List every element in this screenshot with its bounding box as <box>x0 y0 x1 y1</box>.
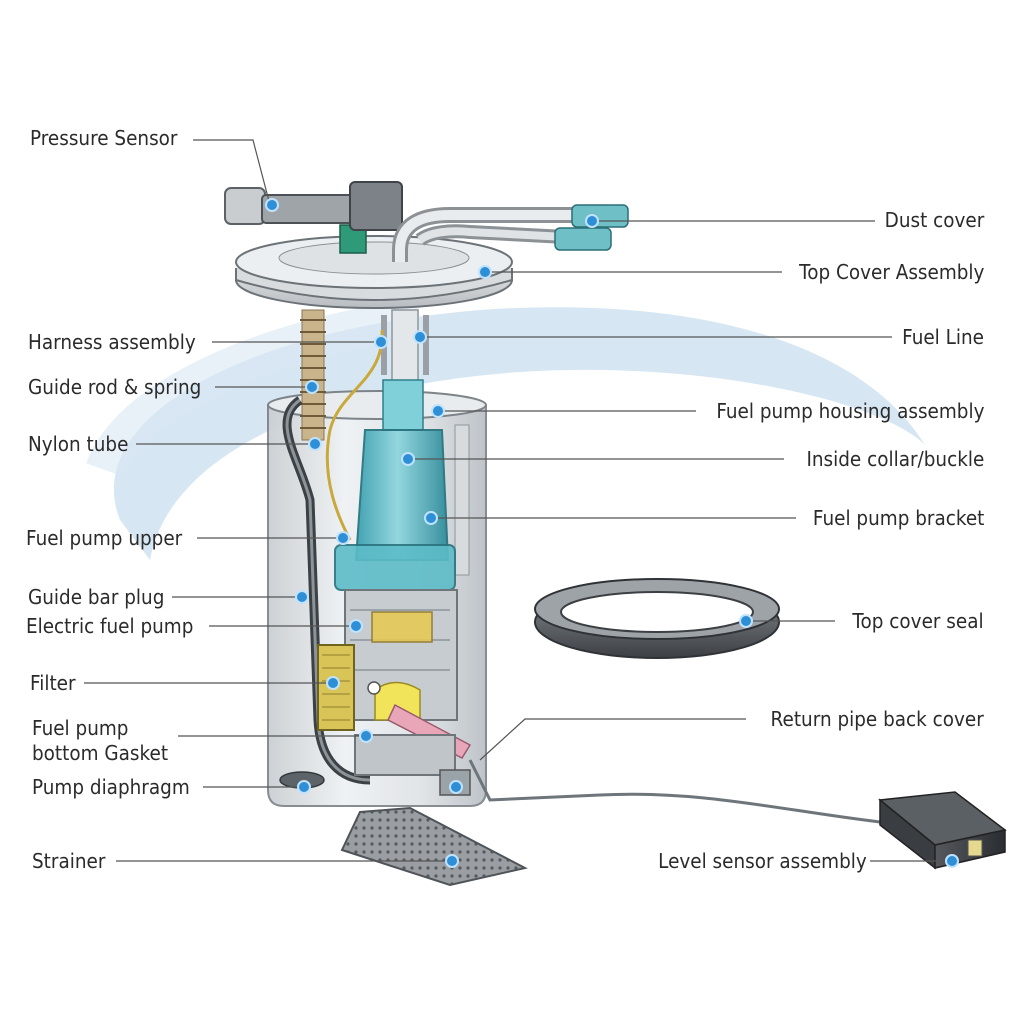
level-sensor-shape <box>878 791 1007 870</box>
fuel-line-shape <box>392 204 629 262</box>
label-pump-diaphragm: Pump diaphragm <box>32 775 190 799</box>
top-cover-shape <box>235 224 513 309</box>
strainer-shape <box>340 806 528 887</box>
label-fuel-pump-housing-assembly: Fuel pump housing assembly <box>715 399 984 423</box>
pressure-sensor-shape <box>224 181 403 231</box>
label-return-pipe-back-cover: Return pipe back cover <box>770 707 984 731</box>
return-pipe-shape <box>468 759 881 824</box>
label-guide-bar-plug: Guide bar plug <box>28 585 165 609</box>
label-pressure-sensor: Pressure Sensor <box>30 126 178 150</box>
label-fuel-pump-bottom-gasket-line1: Fuel pump <box>32 716 129 740</box>
label-fuel-pump-upper: Fuel pump upper <box>26 526 183 550</box>
fuel-pump-upper-shape <box>334 379 456 591</box>
label-harness-assembly: Harness assembly <box>28 330 196 354</box>
bottom-gasket-shape <box>354 734 456 776</box>
label-top-cover-assembly: Top Cover Assembly <box>798 260 984 284</box>
backdrop-swoosh <box>86 298 925 560</box>
harness-wire <box>325 329 384 541</box>
label-filter: Filter <box>30 671 76 695</box>
label-electric-fuel-pump: Electric fuel pump <box>26 614 194 638</box>
label-dust-cover: Dust cover <box>884 208 984 232</box>
label-strainer: Strainer <box>32 849 106 873</box>
top-cover-seal-shape <box>534 578 780 659</box>
leader-lines <box>84 139 952 862</box>
label-fuel-pump-bottom-gasket-line2: bottom Gasket <box>32 741 169 765</box>
label-nylon-tube: Nylon tube <box>28 432 129 456</box>
label-level-sensor-assembly: Level sensor assembly <box>658 849 867 873</box>
label-top-cover-seal: Top cover seal <box>852 609 984 633</box>
callout-dots <box>265 198 959 868</box>
label-inside-collar-buckle: Inside collar/buckle <box>806 447 984 471</box>
label-fuel-line: Fuel Line <box>902 325 984 349</box>
label-fuel-pump-bracket: Fuel pump bracket <box>812 506 984 530</box>
label-guide-rod-spring: Guide rod & spring <box>28 375 202 399</box>
